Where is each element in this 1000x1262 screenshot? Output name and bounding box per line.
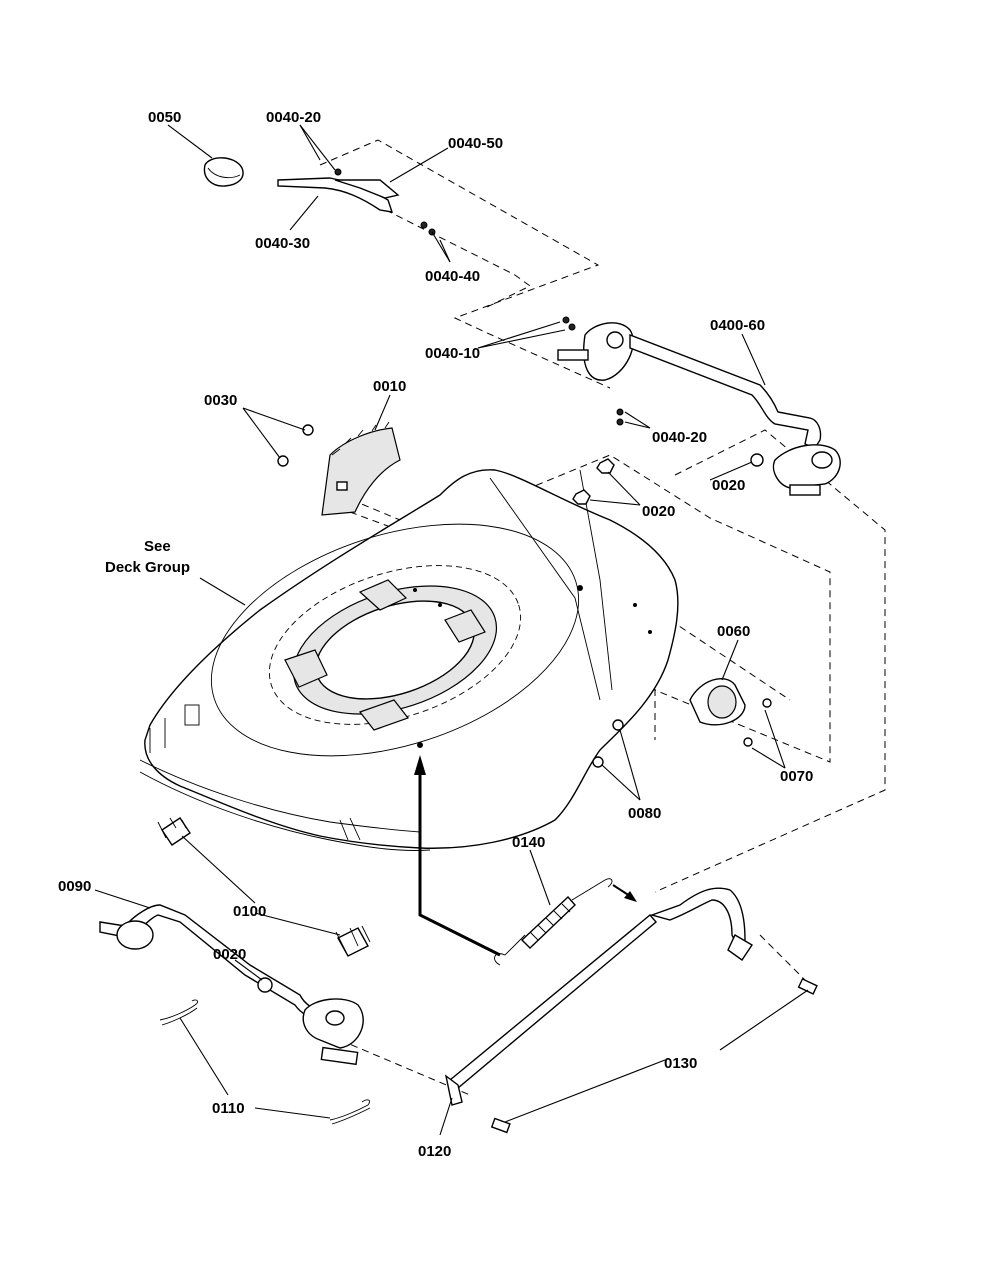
label-0040-20-top: 0040-20: [266, 109, 321, 126]
spring-0140: [494, 878, 613, 966]
label-0090: 0090: [58, 878, 91, 895]
bearing-0060: [689, 677, 772, 747]
label-0040-20-mid: 0040-20: [652, 429, 707, 446]
label-0040-40: 0040-40: [425, 268, 480, 285]
label-0120: 0120: [418, 1143, 451, 1160]
mower-deck: [139, 469, 679, 851]
front-axle-0090: [99, 904, 364, 1066]
label-0040-10: 0040-10: [425, 345, 480, 362]
height-rod-0120: [444, 887, 818, 1134]
label-0100: 0100: [233, 903, 266, 920]
label-0040-30: 0040-30: [255, 235, 310, 252]
handle-knob-0050: [203, 157, 244, 187]
leader-lines: [94, 124, 809, 1136]
label-0040-50: 0040-50: [448, 135, 503, 152]
height-bracket-0010: [277, 421, 401, 516]
nuts-0080: [592, 719, 624, 768]
arrow-assembly-direction: [414, 755, 637, 957]
label-0400-60: 0400-60: [710, 317, 765, 334]
label-0130: 0130: [664, 1055, 697, 1072]
label-deck-group: Deck Group: [105, 559, 190, 576]
label-0020-right: 0020: [712, 477, 745, 494]
part-number-labels: 0050 0040-20 0040-50 0040-30 0040-40 004…: [58, 109, 813, 1160]
label-0110: 0110: [212, 1100, 245, 1117]
label-0070: 0070: [780, 768, 813, 785]
label-0020-center: 0020: [642, 503, 675, 520]
label-0050: 0050: [148, 109, 181, 126]
label-0030: 0030: [204, 392, 237, 409]
label-see: See: [144, 538, 171, 555]
label-0060: 0060: [717, 623, 750, 640]
label-0140: 0140: [512, 834, 545, 851]
rear-axle-0400-60: [557, 322, 841, 496]
nuts-0020-center: [572, 458, 615, 505]
spring-clip-0100: [157, 817, 371, 957]
label-0010: 0010: [373, 378, 406, 395]
label-0080: 0080: [628, 805, 661, 822]
height-lever-0040-30: [277, 177, 400, 213]
cotter-pins-0110: [159, 999, 371, 1125]
label-0020-left: 0020: [213, 946, 246, 963]
